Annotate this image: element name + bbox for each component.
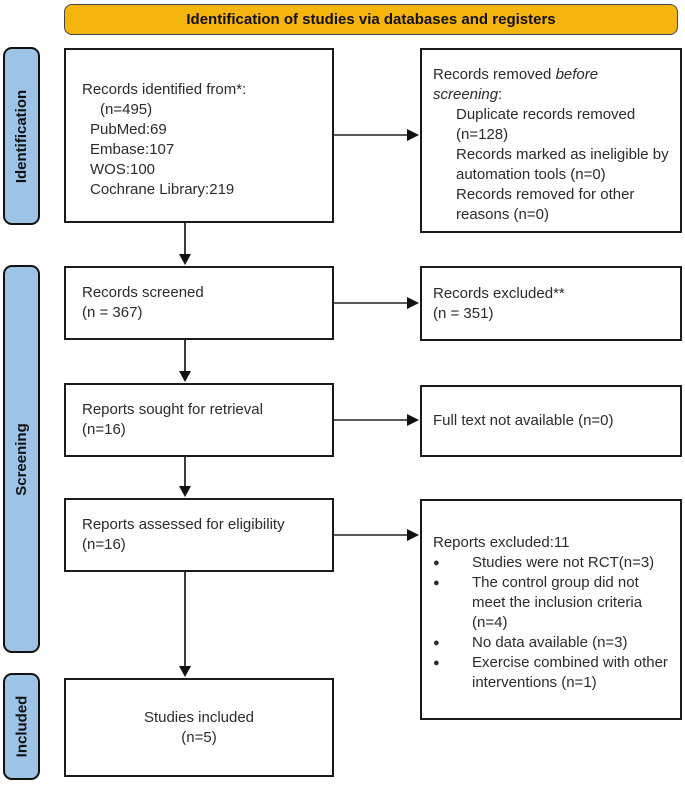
records-removed-title-suffix: : — [498, 86, 503, 103]
box-records-screened: Records screened (n = 367) — [64, 266, 334, 340]
reports-assessed-label: Reports assessed for eligibility — [82, 516, 285, 533]
horizontal-arrow-heads — [407, 129, 419, 541]
records-screened-label: Records screened — [82, 284, 204, 301]
records-removed-title-italic: before screening — [433, 66, 599, 103]
removed-item-automation: Records marked as ineligible by automati… — [456, 146, 669, 183]
reports-sought-count: (n=16) — [82, 421, 126, 438]
removed-item-other: Records removed for other reasons (n=0) — [456, 186, 635, 223]
removed-item-duplicates: Duplicate records removed (n=128) — [456, 106, 636, 143]
arrow-sought-to-notavailable-head — [407, 414, 419, 426]
studies-included-label: Studies included — [143, 708, 255, 726]
bullet-icon: ● — [433, 637, 440, 649]
phase-tab-screening: Screening — [3, 265, 40, 653]
fulltext-not-available-label: Full text not available (n=0) — [433, 412, 614, 429]
vertical-arrow-heads — [179, 254, 191, 677]
bullet-icon: ● — [433, 557, 440, 569]
arrow-screened-to-excluded-head — [407, 297, 419, 309]
excluded-reason-control-group-text: The control group did not meet the inclu… — [472, 574, 643, 631]
reports-sought-label: Reports sought for retrieval — [82, 401, 263, 418]
phase-tab-identification-label: Identification — [13, 89, 30, 183]
arrow-assessed-to-reportsexcluded-head — [407, 529, 419, 541]
box-reports-sought: Reports sought for retrieval (n=16) — [64, 383, 334, 457]
excluded-reason-control-group: ● The control group did not meet the inc… — [433, 573, 668, 633]
excluded-reason-no-data-text: No data available (n=3) — [472, 634, 628, 651]
records-identified-total: (n=495) — [100, 101, 153, 118]
banner-label: Identification of studies via databases … — [186, 11, 556, 28]
horizontal-arrow-lines — [334, 134, 408, 536]
bullet-icon: ● — [433, 657, 440, 669]
box-records-excluded: Records excluded** (n = 351) — [420, 266, 682, 341]
studies-included-count: (n=5) — [181, 728, 217, 746]
phase-tab-screening-label: Screening — [13, 422, 30, 496]
records-excluded-count: (n = 351) — [433, 304, 494, 322]
arrow-assessed-to-included-head — [179, 666, 191, 677]
source-cochrane: Cochrane Library:219 — [90, 181, 235, 198]
box-studies-included: Studies included (n=5) — [64, 678, 334, 777]
excluded-reason-not-rct-text: Studies were not RCT(n=3) — [472, 554, 655, 571]
bullet-icon: ● — [433, 577, 440, 589]
arrow-sought-to-assessed-head — [179, 486, 191, 497]
excluded-reason-not-rct: ● Studies were not RCT(n=3) — [433, 553, 668, 573]
box-reports-excluded: Reports excluded:11 ● Studies were not R… — [420, 499, 682, 720]
phase-tab-included: Included — [3, 673, 40, 780]
box-reports-assessed: Reports assessed for eligibility (n=16) — [64, 498, 334, 572]
phase-tab-included-label: Included — [13, 695, 31, 758]
arrow-identified-to-screened-head — [179, 254, 191, 265]
records-identified-title: Records identified from*: — [82, 81, 247, 98]
records-screened-count: (n = 367) — [82, 304, 143, 321]
source-wos: WOS:100 — [90, 161, 156, 178]
box-records-removed: Records removed before screening: Duplic… — [420, 48, 682, 233]
excluded-reason-combined: ● Exercise combined with other intervent… — [433, 653, 668, 693]
source-embase: Embase:107 — [90, 141, 175, 158]
records-removed-title-prefix: Records removed — [433, 66, 556, 83]
arrow-identified-to-removed-head — [407, 129, 419, 141]
box-fulltext-not-available: Full text not available (n=0) — [420, 385, 682, 457]
reports-assessed-count: (n=16) — [82, 536, 126, 553]
reports-excluded-title: Reports excluded:11 — [433, 534, 570, 551]
banner-identification-via-databases: Identification of studies via databases … — [64, 4, 678, 35]
phase-tab-identification: Identification — [3, 47, 40, 225]
box-records-identified: Records identified from*: (n=495) PubMed… — [64, 48, 334, 223]
excluded-reason-combined-text: Exercise combined with other interventio… — [472, 654, 668, 691]
source-pubmed: PubMed:69 — [90, 121, 167, 138]
records-removed-title: Records removed before screening: — [433, 65, 608, 105]
arrow-screened-to-sought-head — [179, 371, 191, 382]
records-excluded-label: Records excluded** — [433, 284, 565, 302]
excluded-reason-no-data: ● No data available (n=3) — [433, 633, 668, 653]
